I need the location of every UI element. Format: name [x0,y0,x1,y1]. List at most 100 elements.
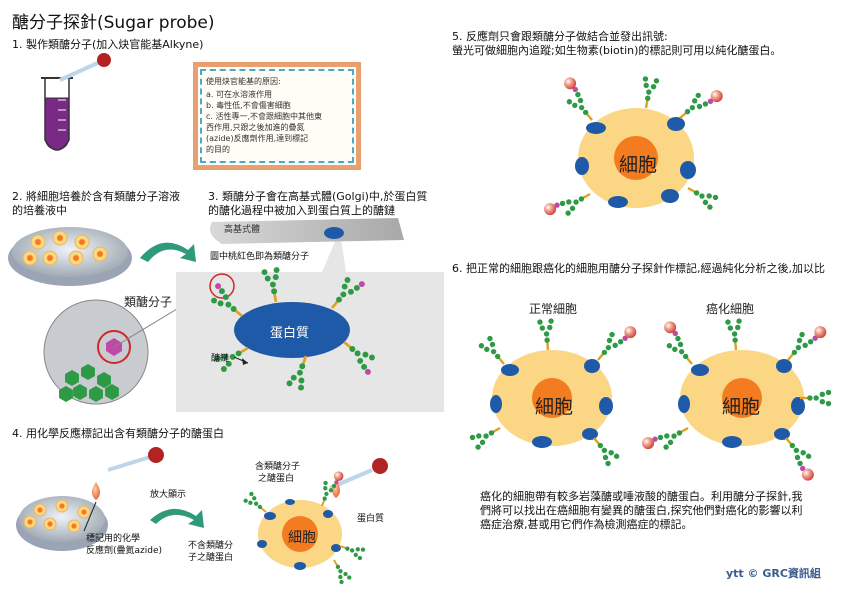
sugar-analog [672,330,679,337]
sugar-analog [554,202,560,208]
sugar-analog-label: 類醣分子 [124,295,173,309]
cultured-cell-nucleus [35,239,41,245]
note-line: (azide)反應劑作用,達到標記 [206,134,309,143]
glucose-hexagon [59,386,73,402]
membrane-protein [586,122,606,134]
glycan-chain [597,326,637,361]
membrane-protein [691,364,709,376]
with-analog-label-line2: 之醣蛋白 [258,474,295,484]
conclusion-line1: 癌化的細胞帶有較多岩藻醣或唾液酸的醣蛋白。利用醣分子探針,我 [480,490,803,503]
note-line: b. 毒性低,不會傷害細胞 [206,101,291,110]
membrane-protein [661,189,679,203]
cultured-cell-nucleus [27,255,33,261]
step2-text-line1: 2. 將細胞培養於含有類醣分子溶液 [12,190,180,203]
cultured-cell [22,250,38,266]
glycan-chain [333,559,352,585]
glucose-hexagon [81,364,95,380]
glycan-chain [261,267,280,303]
membrane-protein [678,395,690,413]
probe-tag [710,90,723,103]
glucose-hexagon [105,384,119,400]
cell-label-normal: 細胞 [535,396,574,418]
glycan-chain [330,277,365,309]
membrane-protein [680,161,696,179]
glycan-chain [593,437,620,467]
step4-text: 4. 用化學反應標記出含有類醣分子的醣蛋白 [12,427,224,440]
cultured-cell-nucleus [79,239,85,245]
sugar-analog [334,480,339,485]
cultured-cell [55,499,69,513]
glycan-chain [211,283,243,318]
glycan-chain [243,491,267,513]
cultured-cell [23,515,37,529]
step3-text-line1: 3. 類醣分子會在高基式體(Golgi)中,於蛋白質 [208,190,428,203]
note-line: 西作用,只跟之後加進的疊氮 [206,123,305,132]
cultured-cell [77,505,91,519]
membrane-protein [501,364,519,376]
glucose-hexagon [65,370,79,386]
glycan-chain [725,318,742,351]
arrow-step4-icon [150,508,204,528]
cultured-cell-nucleus [71,523,77,529]
probe-tag [624,326,637,339]
cultured-cell-nucleus [47,255,53,261]
membrane-protein [264,512,276,520]
glycan-chain [537,318,554,351]
conclusion-line2: 們將可以找出在癌細胞有變異的醣蛋白,探究他們對癌化的影響以利 [480,504,803,517]
normal-cell-label: 正常細胞 [529,302,578,316]
cultured-cell [30,234,46,250]
probe-tag [814,326,827,339]
reagent-label-line2: 反應劑(疊氮azide) [86,546,163,556]
membrane-protein [584,359,600,373]
step1-text: 1. 製作類醣分子(加入炔官能基Alkyne) [12,38,204,51]
membrane-protein [490,395,502,413]
cultured-cell-nucleus [27,519,33,525]
glycan-chain [321,471,344,507]
glycan-chain [642,76,660,109]
cultured-cell-nucleus [57,235,63,241]
test-tube-icon [41,77,73,151]
credit: ytt © GRC資訊組 [726,567,821,580]
page-title: 醣分子探針(Sugar probe) [12,13,215,33]
probe-tag [642,437,655,450]
glucose-hexagon [89,386,103,402]
alkyne-note-box: 使用炔官能基的原因: a. 可在水溶液作用 b. 毒性低,不會傷害細胞 c. 活… [193,62,361,170]
without-analog-label-line1: 不含類醣分 [188,541,234,551]
step3-text-line2: 的醣化過程中被加入到蛋白質上的醣鏈 [208,204,395,217]
membrane-protein [667,117,685,131]
membrane-protein [599,397,613,415]
sugar-analog [707,98,714,105]
reagent-label-line1: 標記用的化學 [86,534,141,544]
note-heading: 使用炔官能基的原因: [206,77,281,86]
membrane-protein [575,157,589,175]
glycan-chain [469,426,501,450]
note-line: c. 活性專一,不會跟細胞中其他東 [206,112,323,121]
probe-tag [544,203,557,216]
cultured-cell [43,517,57,531]
probe-tag [564,77,577,90]
cultured-cell-nucleus [37,507,43,513]
membrane-protein [323,510,333,518]
glycan-chain [343,340,375,375]
glycan-chain [564,77,593,121]
protein-label: 蛋白質 [270,326,310,341]
step5-text-line2: 螢光可做細胞內追蹤;如生物素(biotin)的標記則可用以純化醣蛋白。 [452,44,782,57]
glycan-chain [339,545,366,561]
step2-text-line2: 的培養液中 [12,204,67,217]
arrow-icon [140,242,196,262]
cell-label-step4: 細胞 [288,530,316,546]
cultured-cell [92,246,108,262]
cultured-cell [68,250,84,266]
without-analog-label-line2: 子之醣蛋白 [188,553,234,563]
cultured-cell-nucleus [97,251,103,257]
sugar-analog [215,283,222,290]
probe-tag [801,468,814,481]
membrane-protein [582,428,598,440]
step6-text: 6. 把正常的細胞跟癌化的細胞用醣分子探針作標記,經過純化分析之後,加以比 [452,262,825,275]
probe-tag [333,471,344,481]
glycan-chain [687,186,719,210]
cell-label-cancer: 細胞 [722,396,761,418]
glycan-label: 醣鏈 [211,354,230,364]
glycan-chain [478,335,505,365]
glucose-hexagon [73,384,87,400]
